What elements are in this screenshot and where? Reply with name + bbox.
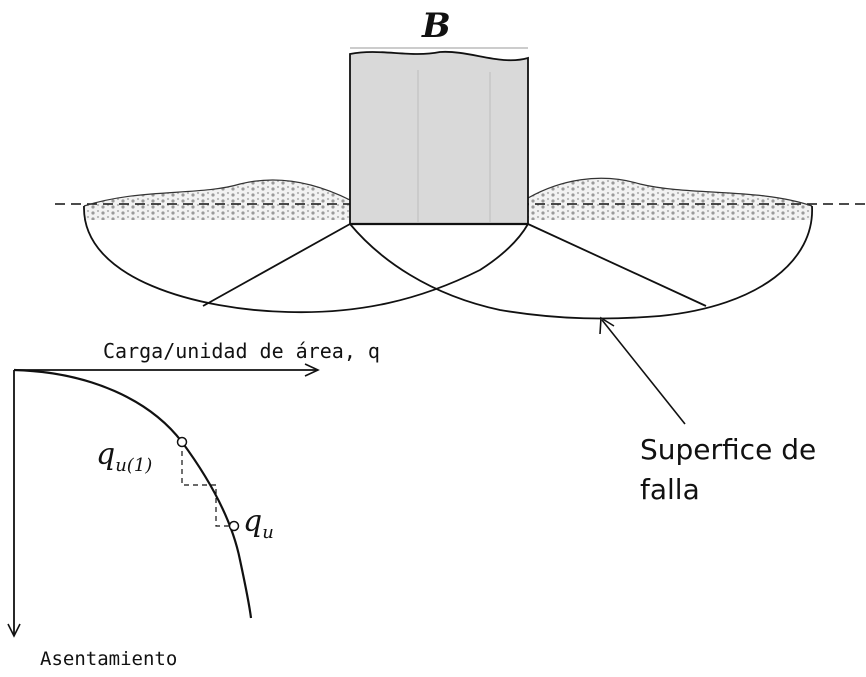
point-qu-marker	[228, 520, 240, 532]
failure-curve-right	[349, 205, 813, 320]
heave-outline-left	[83, 179, 351, 207]
footing	[349, 50, 529, 225]
x-axis-arrowhead	[304, 363, 320, 377]
soil-heave-left	[84, 179, 350, 220]
point-qu-label: qu	[243, 504, 274, 543]
failure-surface-label-line2: falla	[640, 473, 700, 506]
curve-step-guides	[181, 442, 234, 527]
y-axis-arrowhead	[7, 623, 21, 638]
heave-outline-right	[527, 177, 813, 207]
failure-surface-label-line1: Superfice de	[640, 433, 817, 466]
soil-heave-right	[528, 178, 812, 220]
footing-width-label: B	[422, 6, 451, 46]
y-axis-label: Asentamiento	[40, 648, 178, 670]
load-settlement-curve	[13, 368, 253, 619]
point-qu1-sub: u(1)	[115, 455, 153, 476]
point-qu-base: q	[243, 504, 263, 539]
wedge-line-left-outer	[202, 223, 351, 307]
x-axis-label: Carga/unidad de área, q	[103, 339, 380, 363]
point-qu1-label: qu(1)	[96, 437, 152, 476]
failure-curve-left	[83, 205, 529, 314]
failure-wedges	[83, 205, 813, 320]
point-qu1-base: q	[96, 437, 116, 472]
point-qu-sub: u	[262, 522, 274, 543]
point-qu1-marker	[176, 436, 188, 448]
wedge-line-right-outer	[527, 223, 707, 307]
failure-surface-label: Superfice de falla	[640, 430, 816, 510]
failure-surface-arrow	[599, 316, 686, 425]
